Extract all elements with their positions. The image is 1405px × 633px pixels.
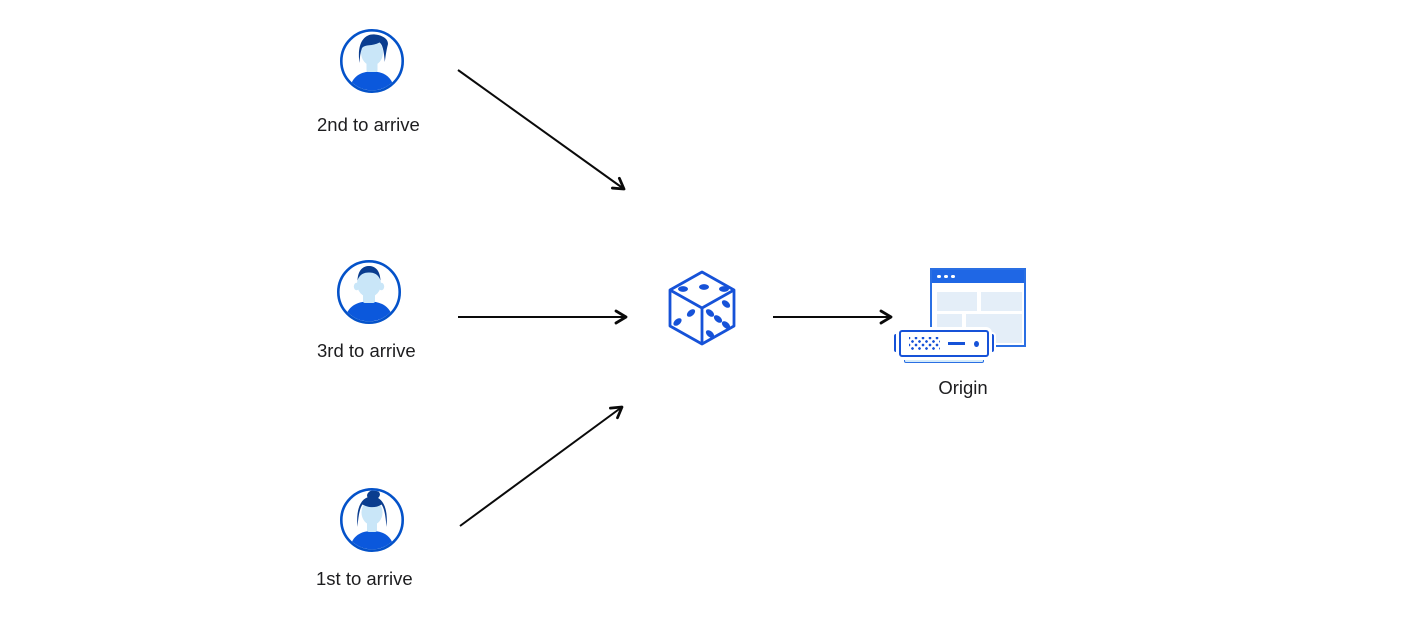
browser-dot-icon	[951, 274, 955, 279]
browser-content-block	[981, 292, 1022, 311]
arrow-first-to-dice	[459, 405, 624, 527]
browser-window-icon	[930, 268, 1026, 347]
dice-icon	[668, 270, 736, 346]
user-node-second	[339, 28, 405, 94]
browser-content-block	[937, 314, 962, 329]
user-node-third	[336, 259, 402, 325]
browser-content-block	[937, 292, 977, 311]
arrow-second-to-dice	[457, 69, 626, 191]
user-label-first: 1st to arrive	[316, 568, 413, 589]
server-led-dot	[974, 340, 979, 347]
avatar-man-short-hair-icon	[336, 259, 402, 325]
server-body	[899, 330, 989, 357]
server-vents-pattern	[909, 337, 940, 350]
origin-node: Origin	[894, 266, 1029, 406]
server-icon	[894, 330, 994, 363]
avatar-woman-bun-icon	[339, 487, 405, 553]
server-slot-line	[947, 342, 966, 345]
browser-dot-icon	[937, 274, 941, 279]
avatar-man-swept-hair-icon	[339, 28, 405, 94]
user-label-third: 3rd to arrive	[317, 340, 416, 361]
user-label-second: 2nd to arrive	[317, 114, 420, 135]
browser-titlebar	[932, 270, 1024, 283]
dice-node	[666, 268, 738, 354]
server-base	[904, 356, 984, 363]
origin-label: Origin	[938, 377, 988, 398]
browser-dot-icon	[944, 274, 948, 279]
user-node-first	[339, 487, 405, 553]
